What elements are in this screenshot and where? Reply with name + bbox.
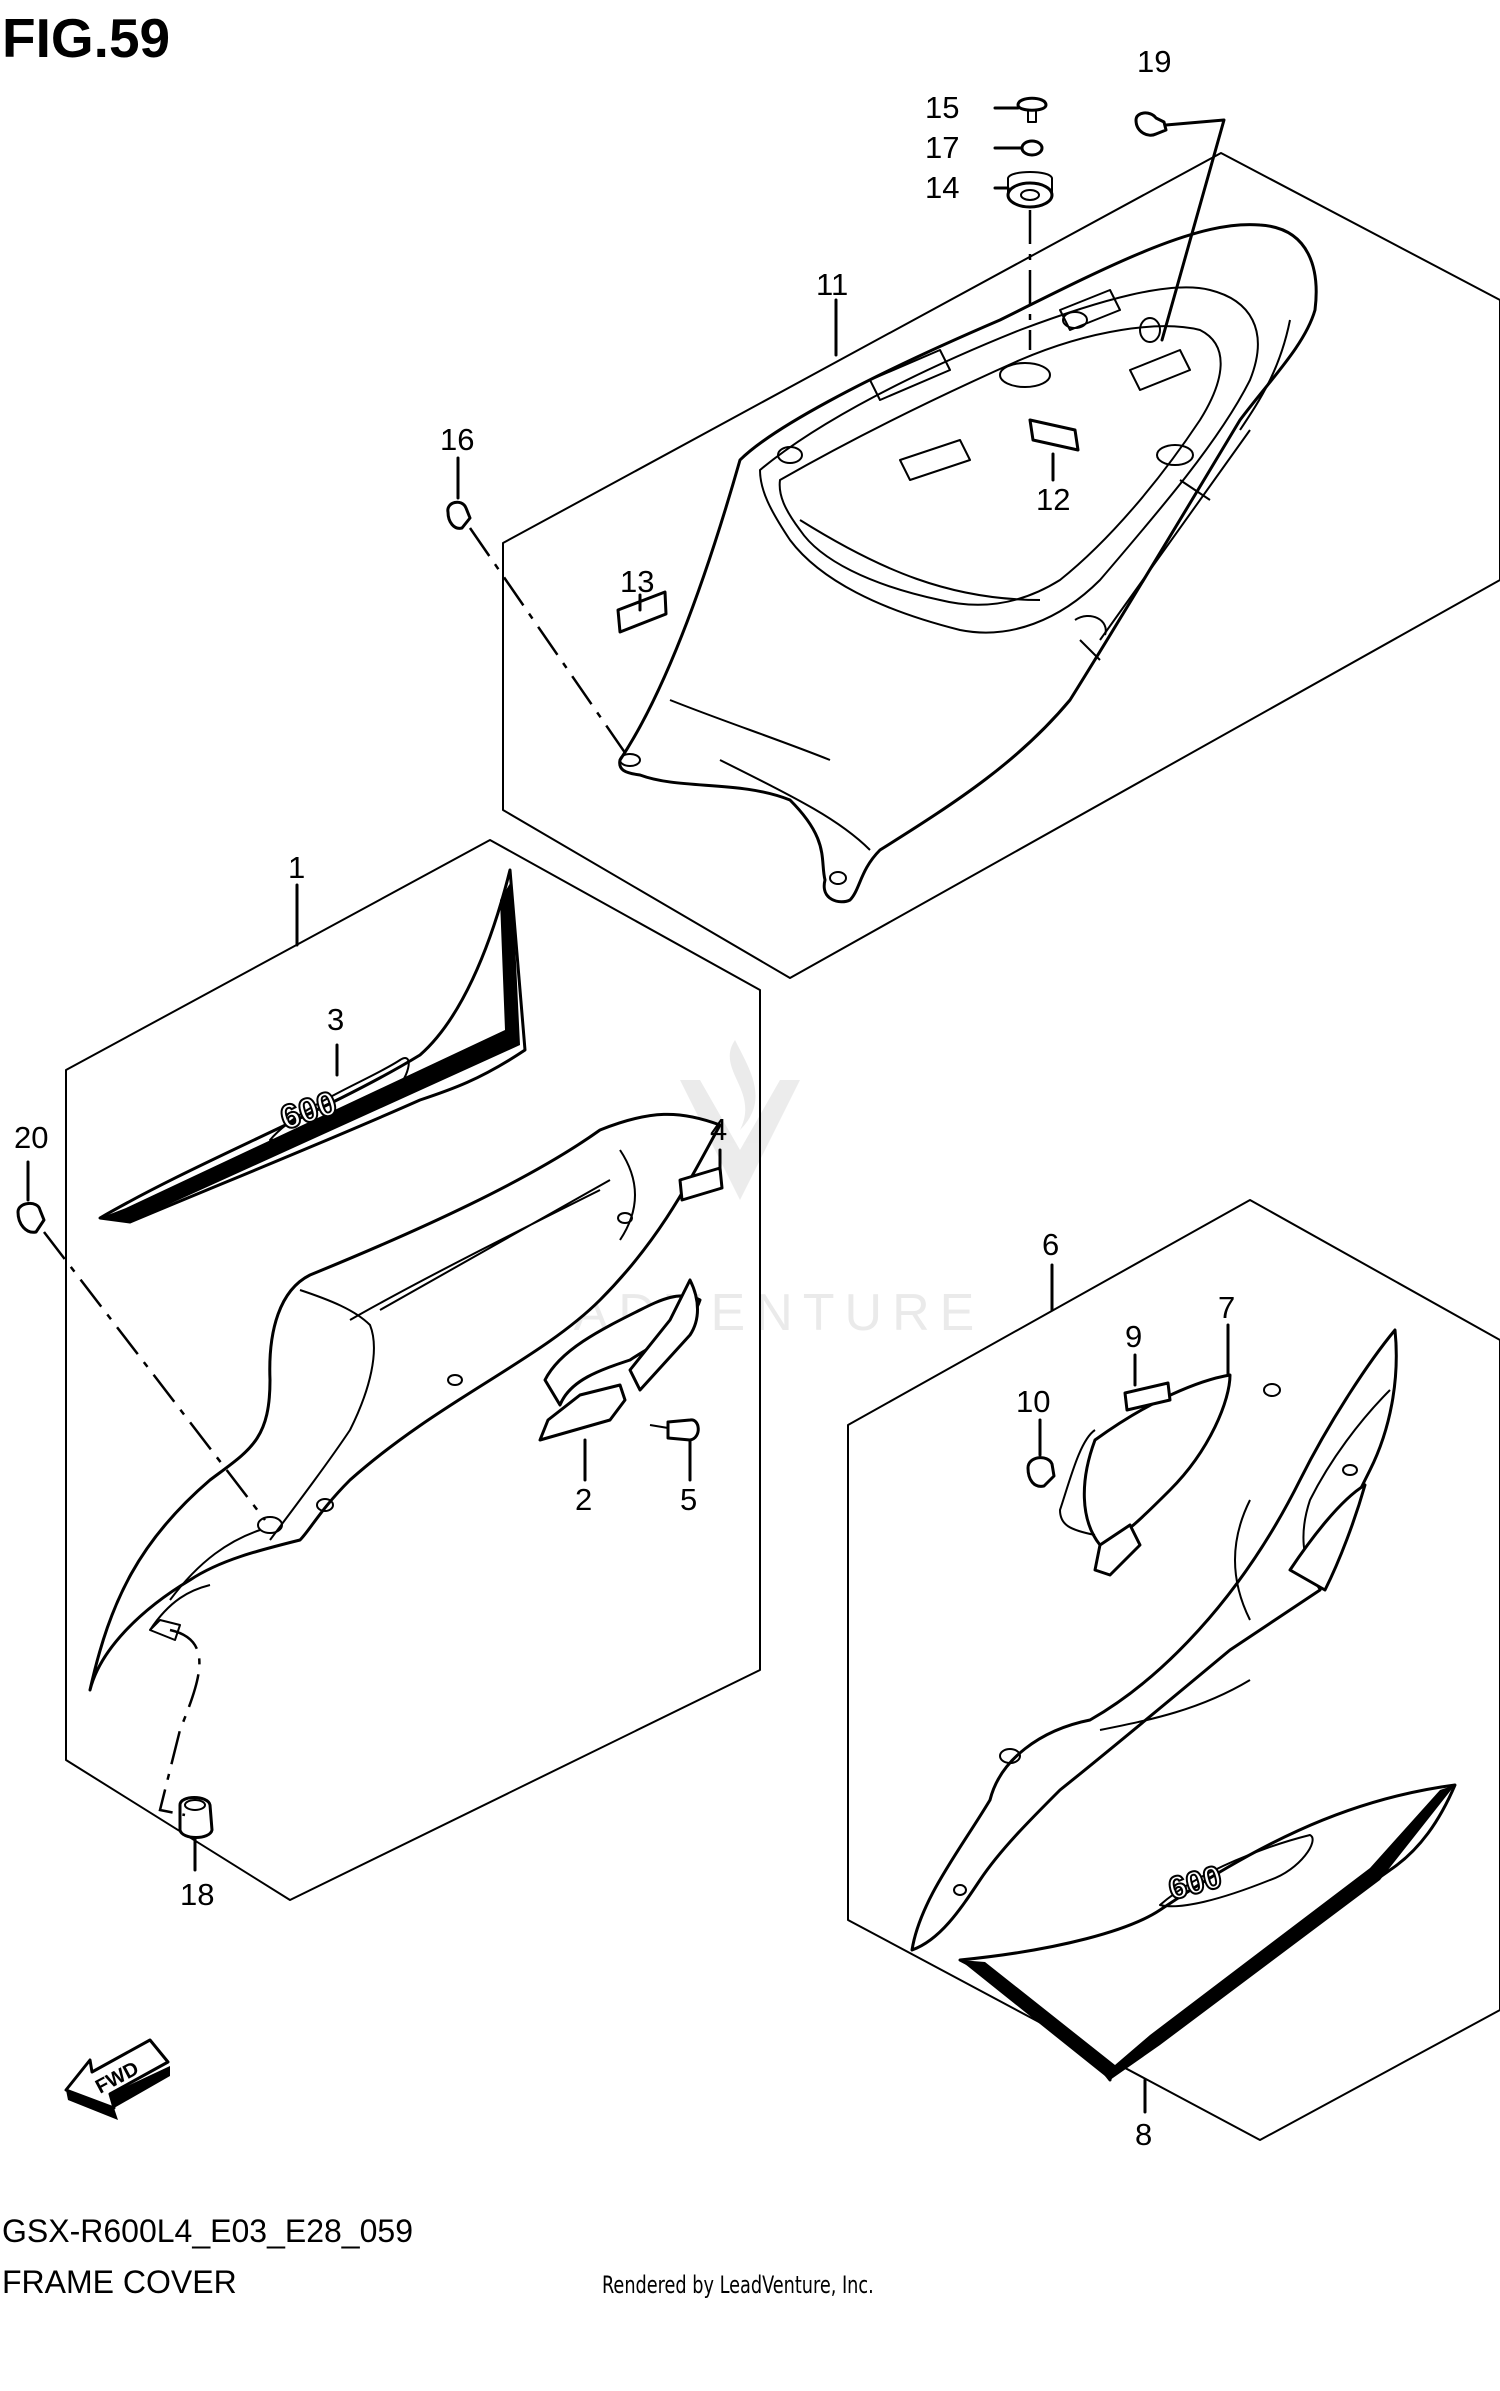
callout-2: 2 [575,1482,592,1517]
left-frame-cover-part [88,1112,722,1692]
callout-14: 14 [925,170,959,205]
right-frame-cover-part [910,1328,1398,1952]
callout-4: 4 [710,1112,727,1147]
emblem-3-part: 600 [98,868,527,1224]
figure-title: FIG.59 [2,7,171,69]
fwd-arrow-icon: FWD [64,2038,170,2120]
leader-18-to-tab [158,1628,201,1817]
callout-19: 19 [1137,44,1171,79]
callout-8: 8 [1135,2117,1152,2152]
callout-9: 9 [1125,1319,1142,1354]
callout-18: 18 [180,1877,214,1912]
seat-tail-group-frame [502,152,1500,979]
callout-17: 17 [925,130,959,165]
grommet-14 [1006,171,1054,209]
label-9-shape [1123,1381,1172,1412]
callout-1: 1 [288,850,305,885]
callout-10: 10 [1016,1384,1050,1419]
model-code: GSX-R600L4_E03_E28_059 [2,2213,413,2249]
label-12-shape [1028,418,1080,452]
emblem-8-part: 600 [958,1783,1457,2082]
bolt-16 [446,500,472,530]
callout-5: 5 [680,1482,697,1517]
left-cover-group-frame [65,839,761,1901]
callout-20: 20 [14,1120,48,1155]
label-4-shape [678,1166,724,1202]
bolt-19 [1134,111,1168,137]
callout-13: 13 [620,564,654,599]
bracket-2-part [538,1278,702,1442]
leader-19 [1160,118,1226,342]
callout-11: 11 [816,267,848,302]
callout-6: 6 [1042,1227,1059,1262]
screw-10 [1026,1456,1056,1488]
seat-tail-cover-part [618,223,1318,904]
leader-16 [468,527,632,761]
grommet-18 [178,1796,214,1839]
collar-17 [1020,139,1044,157]
right-cover-group-frame [847,1199,1500,2141]
render-credit: Rendered by LeadVenture, Inc. [602,2271,874,2299]
screw-15 [1016,96,1048,123]
inner-panel-7-part [1059,1373,1232,1577]
bolt-20 [16,1202,46,1234]
callout-7: 7 [1218,1290,1235,1325]
callout-3: 3 [327,1002,344,1037]
callout-12: 12 [1036,482,1070,517]
label-13-shape [616,590,668,634]
callout-16: 16 [440,422,474,457]
callout-15: 15 [925,90,959,125]
leader-20-to-hole [43,1231,266,1521]
section-name: FRAME COVER [2,2264,237,2300]
screw-5 [649,1418,700,1442]
